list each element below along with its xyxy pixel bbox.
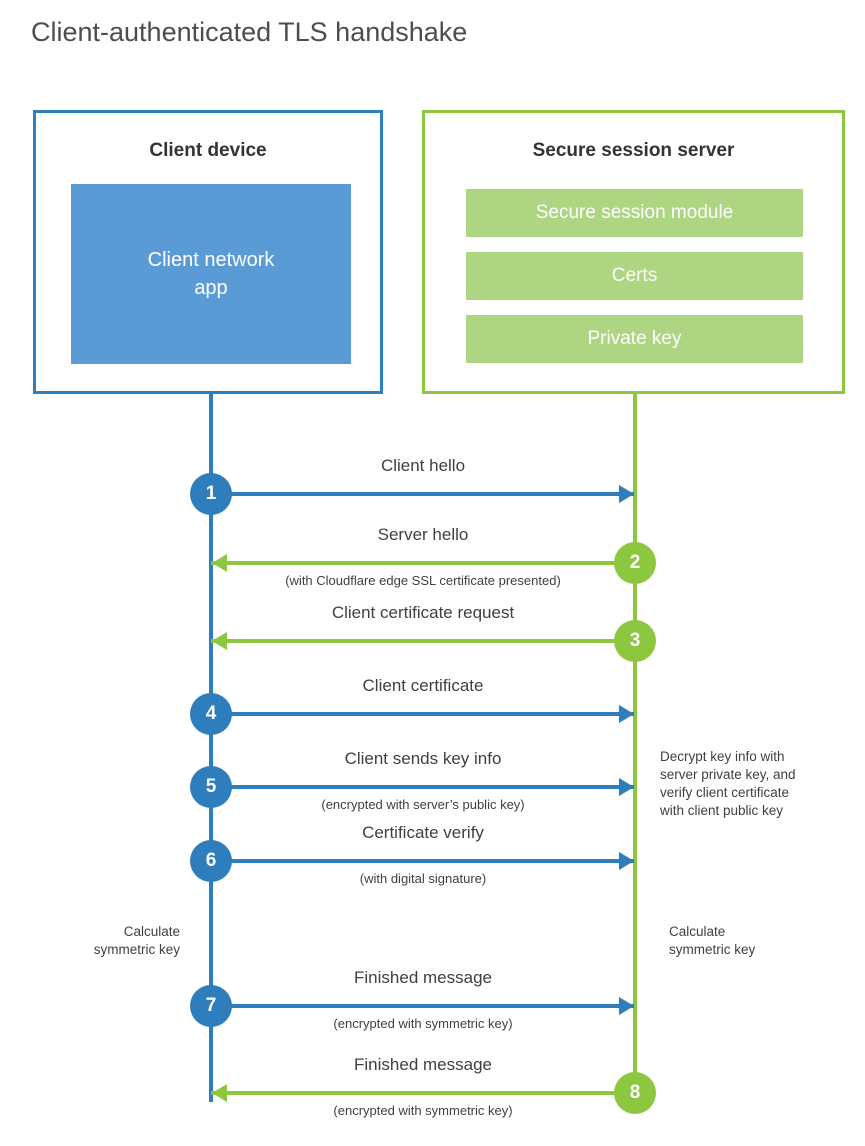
step-1-arrow-head: [619, 485, 634, 503]
step-6-arrow-line: [211, 859, 634, 863]
step-8-arrow-line: [211, 1091, 634, 1095]
step-marker-5[interactable]: 5: [190, 766, 232, 808]
server-component-secure-session-module: Secure session module: [466, 189, 803, 237]
step-marker-8[interactable]: 8: [614, 1072, 656, 1114]
step-marker-6[interactable]: 6: [190, 840, 232, 882]
step-3-arrow-line: [211, 639, 634, 643]
server-component-private-key: Private key: [466, 315, 803, 363]
step-7-label: Finished message: [354, 968, 492, 987]
step-3-arrow-head: [212, 632, 227, 650]
step-4-arrow-line: [211, 712, 634, 716]
step-7-sublabel: (encrypted with symmetric key): [333, 1016, 513, 1031]
step-marker-2[interactable]: 2: [614, 542, 656, 584]
step-5-arrow-head: [619, 778, 634, 796]
step-2-arrow-head: [212, 554, 227, 572]
step-1-arrow-line: [211, 492, 634, 496]
step-marker-1[interactable]: 1: [190, 473, 232, 515]
client-device-box: Client device Client network app: [33, 110, 383, 394]
step-marker-7[interactable]: 7: [190, 985, 232, 1027]
step-3-label: Client certificate request: [331, 603, 515, 622]
page-title: Client-authenticated TLS handshake: [31, 17, 468, 47]
secure-session-server-box: Secure session server Secure session mod…: [422, 110, 845, 394]
step-marker-3[interactable]: 3: [614, 620, 656, 662]
step-2-label: Server hello: [377, 525, 469, 544]
step-6-sublabel: (with digital signature): [359, 871, 487, 886]
step-1-label: Client hello: [380, 456, 466, 475]
server-component-certs: Certs: [466, 252, 803, 300]
step-7-arrow-head: [619, 997, 634, 1015]
step-2-arrow-line: [211, 561, 634, 565]
step-5-label: Client sends key info: [344, 749, 502, 768]
note-decrypt-key-info: Decrypt key info with server private key…: [660, 749, 796, 818]
step-7-arrow-line: [211, 1004, 634, 1008]
note-calculate-symmetric-key-client: Calculate symmetric key: [93, 924, 180, 957]
secure-session-server-title: Secure session server: [532, 140, 735, 161]
step-8-label: Finished message: [354, 1055, 492, 1074]
client-network-app-block: Client network app: [71, 184, 351, 364]
step-6-label: Certificate verify: [362, 823, 484, 842]
step-4-label: Client certificate: [362, 676, 484, 695]
step-marker-4[interactable]: 4: [190, 693, 232, 735]
step-5-arrow-line: [211, 785, 634, 789]
note-calculate-symmetric-key-server: Calculate symmetric key: [669, 924, 756, 957]
step-6-arrow-head: [619, 852, 634, 870]
step-2-sublabel: (with Cloudflare edge SSL certificate pr…: [285, 573, 561, 588]
server-lifeline: [633, 394, 637, 1093]
step-5-sublabel: (encrypted with server’s public key): [321, 797, 525, 812]
step-8-arrow-head: [212, 1084, 227, 1102]
step-8-sublabel: (encrypted with symmetric key): [333, 1103, 513, 1118]
step-4-arrow-head: [619, 705, 634, 723]
client-device-title: Client device: [149, 140, 267, 161]
client-lifeline: [209, 394, 213, 1102]
